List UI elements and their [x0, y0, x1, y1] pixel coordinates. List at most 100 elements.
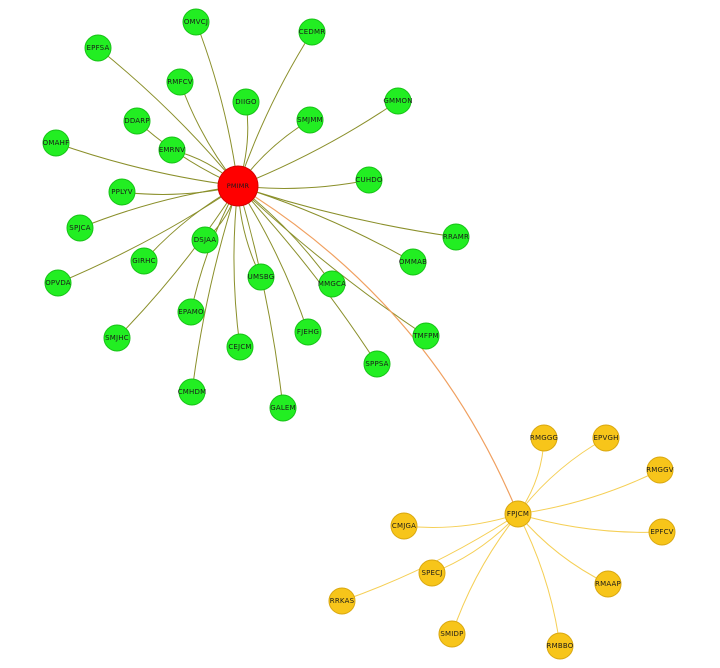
node-specj[interactable]: SPECJ [418, 559, 446, 587]
node-fjehg[interactable]: FJEHG [294, 318, 322, 346]
node-rmfcv-circle[interactable] [166, 68, 194, 96]
node-rmaap[interactable]: RMAAP [594, 570, 622, 598]
node-rmggg-label: RMGGG [530, 434, 558, 442]
node-tmfpm-circle[interactable] [412, 322, 440, 350]
edge-sppsa [237, 185, 378, 365]
hub-node-fpjcm[interactable]: FPJCM [504, 500, 532, 528]
node-spjca-circle[interactable] [66, 214, 94, 242]
node-cmjga[interactable]: CMJGA [390, 512, 418, 540]
node-smjmm-circle[interactable] [296, 106, 324, 134]
node-rmbbo-circle[interactable] [546, 632, 574, 660]
node-dsjaa-label: DSJAA [194, 236, 217, 244]
node-cejcm[interactable]: CEJCM [226, 333, 254, 361]
node-cmhdm-label: CMHDM [178, 388, 207, 396]
node-diigo-label: DIIGO [235, 98, 257, 106]
node-cedmr-circle[interactable] [298, 18, 326, 46]
node-rmggg[interactable]: RMGGG [530, 424, 558, 452]
node-ommab-circle[interactable] [399, 248, 427, 276]
node-mmgca-circle[interactable] [318, 270, 346, 298]
edge-epfsa [97, 47, 239, 187]
node-rramr[interactable]: RRAMR [442, 223, 470, 251]
node-ddarp-circle[interactable] [123, 107, 151, 135]
node-opvda-circle[interactable] [44, 269, 72, 297]
node-girhc-circle[interactable] [130, 247, 158, 275]
node-rmggv[interactable]: RMGGV [646, 456, 674, 484]
node-gmmon-circle[interactable] [384, 87, 412, 115]
node-cuhdo-label: CUHDO [355, 176, 382, 184]
hub-node-pmimr[interactable]: PMIMR [217, 165, 259, 207]
node-epvgh-circle[interactable] [592, 424, 620, 452]
node-galem-circle[interactable] [269, 394, 297, 422]
node-cuhdo-circle[interactable] [355, 166, 383, 194]
node-girhc[interactable]: GIRHC [130, 247, 158, 275]
node-cmhdm[interactable]: CMHDM [178, 378, 207, 406]
edge-ommab [237, 185, 414, 263]
node-opvda[interactable]: OPVDA [44, 269, 72, 297]
node-smidp-circle[interactable] [438, 620, 466, 648]
node-smjhc-circle[interactable] [103, 324, 131, 352]
node-epfsa-circle[interactable] [84, 34, 112, 62]
node-girhc-label: GIRHC [132, 257, 156, 265]
hub-node-fpjcm-label: FPJCM [507, 510, 529, 518]
node-cuhdo[interactable]: CUHDO [355, 166, 383, 194]
node-pplyv[interactable]: PPLYV [108, 178, 136, 206]
node-smjmm[interactable]: SMJMM [296, 106, 324, 134]
node-gmmon[interactable]: GMMON [383, 87, 412, 115]
node-tmfpm-label: TMFPM [412, 332, 439, 340]
node-epfcv-circle[interactable] [648, 518, 676, 546]
node-spjca[interactable]: SPJCA [66, 214, 94, 242]
node-umsbg[interactable]: UMSBG [247, 263, 275, 291]
node-fjehg-circle[interactable] [294, 318, 322, 346]
node-epfsa-label: EPFSA [87, 44, 110, 52]
node-galem-label: GALEM [270, 404, 296, 412]
node-tmfpm[interactable]: TMFPM [412, 322, 440, 350]
node-dsjaa[interactable]: DSJAA [191, 226, 219, 254]
node-sppsa-circle[interactable] [363, 350, 391, 378]
node-epvgh[interactable]: EPVGH [592, 424, 620, 452]
node-rmbbo[interactable]: RMBBO [546, 632, 574, 660]
node-pplyv-circle[interactable] [108, 178, 136, 206]
hub-node-fpjcm-circle[interactable] [504, 500, 532, 528]
node-omahf[interactable]: OMAHF [42, 129, 70, 157]
node-diigo[interactable]: DIIGO [232, 88, 260, 116]
node-omahf-circle[interactable] [42, 129, 70, 157]
node-umsbg-circle[interactable] [247, 263, 275, 291]
node-ddarp[interactable]: DDARP [123, 107, 151, 135]
node-rmggg-circle[interactable] [530, 424, 558, 452]
node-epamo[interactable]: EPAMO [177, 298, 205, 326]
node-sppsa[interactable]: SPPSA [363, 350, 391, 378]
node-rramr-circle[interactable] [442, 223, 470, 251]
node-smidp[interactable]: SMIDP [438, 620, 466, 648]
node-emrnv-circle[interactable] [158, 136, 186, 164]
node-rmfcv[interactable]: RMFCV [166, 68, 194, 96]
edge-cejcm [233, 185, 241, 348]
hub-node-pmimr-circle[interactable] [217, 165, 259, 207]
node-diigo-circle[interactable] [232, 88, 260, 116]
node-rmggv-circle[interactable] [646, 456, 674, 484]
node-rmaap-circle[interactable] [594, 570, 622, 598]
hub-node-pmimr-label: PMIMR [227, 182, 250, 190]
node-emrnv[interactable]: EMRNV [158, 136, 186, 164]
node-rrkas-circle[interactable] [328, 587, 356, 615]
node-cejcm-circle[interactable] [226, 333, 254, 361]
node-ommab[interactable]: OMMAB [399, 248, 427, 276]
node-cmjga-circle[interactable] [390, 512, 418, 540]
node-smjhc[interactable]: SMJHC [103, 324, 131, 352]
edge-rmbbo [517, 513, 561, 647]
node-omvcj-circle[interactable] [182, 8, 210, 36]
node-galem[interactable]: GALEM [269, 394, 297, 422]
node-pplyv-label: PPLYV [111, 188, 132, 196]
node-epfsa[interactable]: EPFSA [84, 34, 112, 62]
node-mmgca[interactable]: MMGCA [318, 270, 346, 298]
node-rrkas-label: RRKAS [330, 597, 355, 605]
node-epamo-circle[interactable] [177, 298, 205, 326]
node-dsjaa-circle[interactable] [191, 226, 219, 254]
node-omvcj[interactable]: OMVCJ [182, 8, 210, 36]
node-rrkas[interactable]: RRKAS [328, 587, 356, 615]
node-cmhdm-circle[interactable] [178, 378, 206, 406]
node-rmfcv-label: RMFCV [167, 78, 193, 86]
node-specj-circle[interactable] [418, 559, 446, 587]
node-cedmr[interactable]: CEDMR [298, 18, 326, 46]
node-epfcv[interactable]: EPFCV [648, 518, 676, 546]
node-omahf-label: OMAHF [43, 139, 70, 147]
